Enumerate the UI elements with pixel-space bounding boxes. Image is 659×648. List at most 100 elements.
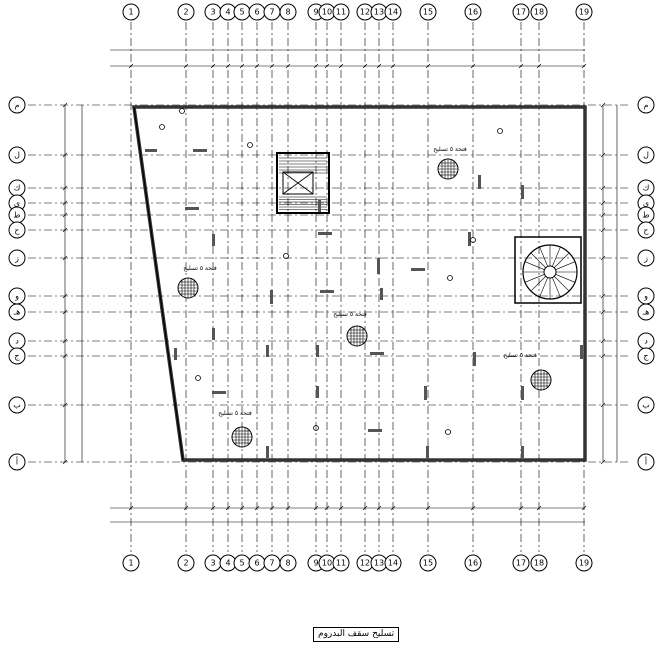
dimension-tick — [62, 200, 68, 206]
row-bubble-left: ط — [8, 206, 26, 224]
dimension-tick — [128, 505, 134, 511]
beam-segment — [478, 175, 481, 189]
grid-bubble-label: ج — [14, 352, 20, 361]
beam-segment — [185, 207, 199, 210]
beam-segment — [473, 352, 476, 366]
grid-bubble-label: 8 — [285, 8, 290, 17]
dimension-tick — [338, 63, 344, 69]
dimension-tick — [62, 459, 68, 465]
beam-segment — [521, 386, 524, 400]
grid-bubble-circle — [177, 554, 195, 572]
column-marker — [497, 128, 503, 134]
dimension-tick — [390, 63, 396, 69]
grid-bubble-circle — [8, 221, 26, 239]
dimension-tick — [600, 102, 606, 108]
grid-bubble-circle — [8, 146, 26, 164]
column-bubble-bottom: 8 — [279, 554, 297, 572]
row-bubble-right: هـ — [637, 303, 655, 321]
grid-bubble-label: 1 — [128, 559, 133, 568]
beam-segment — [521, 446, 524, 458]
grid-bubble-label: 2 — [183, 8, 188, 17]
row-bubble-right: ك — [637, 179, 655, 197]
row-bubble-left: ح — [8, 221, 26, 239]
grid-bubble-label: ك — [643, 184, 650, 193]
dimension-tick — [600, 309, 606, 315]
grid-bubble-circle — [279, 3, 297, 21]
grid-bubble-label: 7 — [269, 559, 274, 568]
grid-bubble-label: د — [644, 337, 648, 346]
opening-marker — [346, 325, 368, 347]
beam-segment — [266, 446, 269, 458]
dimension-tick — [470, 63, 476, 69]
row-bubble-left: أ — [8, 453, 26, 471]
dimension-tick — [376, 63, 382, 69]
dimension-tick — [425, 63, 431, 69]
grid-bubble-label: هـ — [642, 308, 650, 317]
grid-bubble-label: و — [643, 292, 648, 301]
spiral-stair-tread — [539, 246, 548, 267]
grid-bubble-label: 11 — [336, 8, 346, 17]
beam-segment — [377, 258, 380, 274]
grid-bubble-label: 16 — [468, 559, 478, 568]
column-bubble-bottom: 15 — [419, 554, 437, 572]
stair-shaft-cross — [282, 171, 314, 195]
grid-bubble-circle — [8, 396, 26, 414]
column-marker — [195, 375, 201, 381]
dimension-tick — [376, 505, 382, 511]
grid-bubble-label: أ — [645, 457, 647, 467]
grid-bubble-label: ط — [13, 211, 20, 220]
spiral-stair-tread — [554, 252, 570, 268]
row-bubble-left: ل — [8, 146, 26, 164]
grid-bubble-label: ي — [643, 199, 649, 208]
row-bubble-left: ز — [8, 249, 26, 267]
opening-label: فتحة ٥ تسليح — [183, 265, 217, 272]
dimension-tick — [600, 459, 606, 465]
grid-bubble-label: 3 — [210, 559, 215, 568]
grid-bubble-circle — [419, 554, 437, 572]
dimension-tick — [600, 293, 606, 299]
beam-segment — [424, 386, 427, 400]
grid-bubble-circle — [637, 249, 655, 267]
grid-bubble-circle — [122, 554, 140, 572]
grid-bubble-label: ي — [14, 199, 20, 208]
dimension-tick — [210, 63, 216, 69]
column-bubble-bottom: 17 — [512, 554, 530, 572]
beam-segment — [320, 290, 334, 293]
grid-bubble-label: 14 — [388, 559, 398, 568]
dimension-tick — [269, 63, 275, 69]
dimension-tick — [600, 227, 606, 233]
column-marker — [447, 275, 453, 281]
dimension-tick — [62, 102, 68, 108]
column-bubble-bottom: 16 — [464, 554, 482, 572]
grid-bubble-circle — [637, 347, 655, 365]
grid-bubble-label: 4 — [225, 8, 230, 17]
inner-wall-edge — [133, 106, 184, 461]
column-bubble-top: 18 — [530, 3, 548, 21]
grid-bubble-circle — [464, 3, 482, 21]
grid-bubble-label: 4 — [225, 559, 230, 568]
column-bubble-top: 6 — [248, 3, 266, 21]
opening-marker — [530, 369, 552, 391]
grid-bubble-label: 3 — [210, 8, 215, 17]
grid-bubble-circle — [8, 303, 26, 321]
dimension-tick — [62, 353, 68, 359]
dimension-tick — [210, 505, 216, 511]
column-bubble-bottom: 19 — [575, 554, 593, 572]
beam-segment — [318, 200, 321, 212]
beam-segment — [380, 288, 383, 300]
dimension-tick — [362, 63, 368, 69]
grid-bubble-label: 9 — [313, 559, 318, 568]
grid-bubble-label: 17 — [516, 559, 526, 568]
dimension-tick — [324, 505, 330, 511]
column-marker — [313, 425, 319, 431]
dimension-tick — [600, 353, 606, 359]
beam-segment — [411, 268, 425, 271]
opening-label: فتحة ٥ تسليح — [218, 410, 252, 417]
dimension-tick — [285, 63, 291, 69]
spiral-stair-tread — [555, 261, 576, 270]
dimension-tick — [518, 505, 524, 511]
beam-segment — [193, 149, 207, 152]
row-bubble-right: و — [637, 287, 655, 305]
